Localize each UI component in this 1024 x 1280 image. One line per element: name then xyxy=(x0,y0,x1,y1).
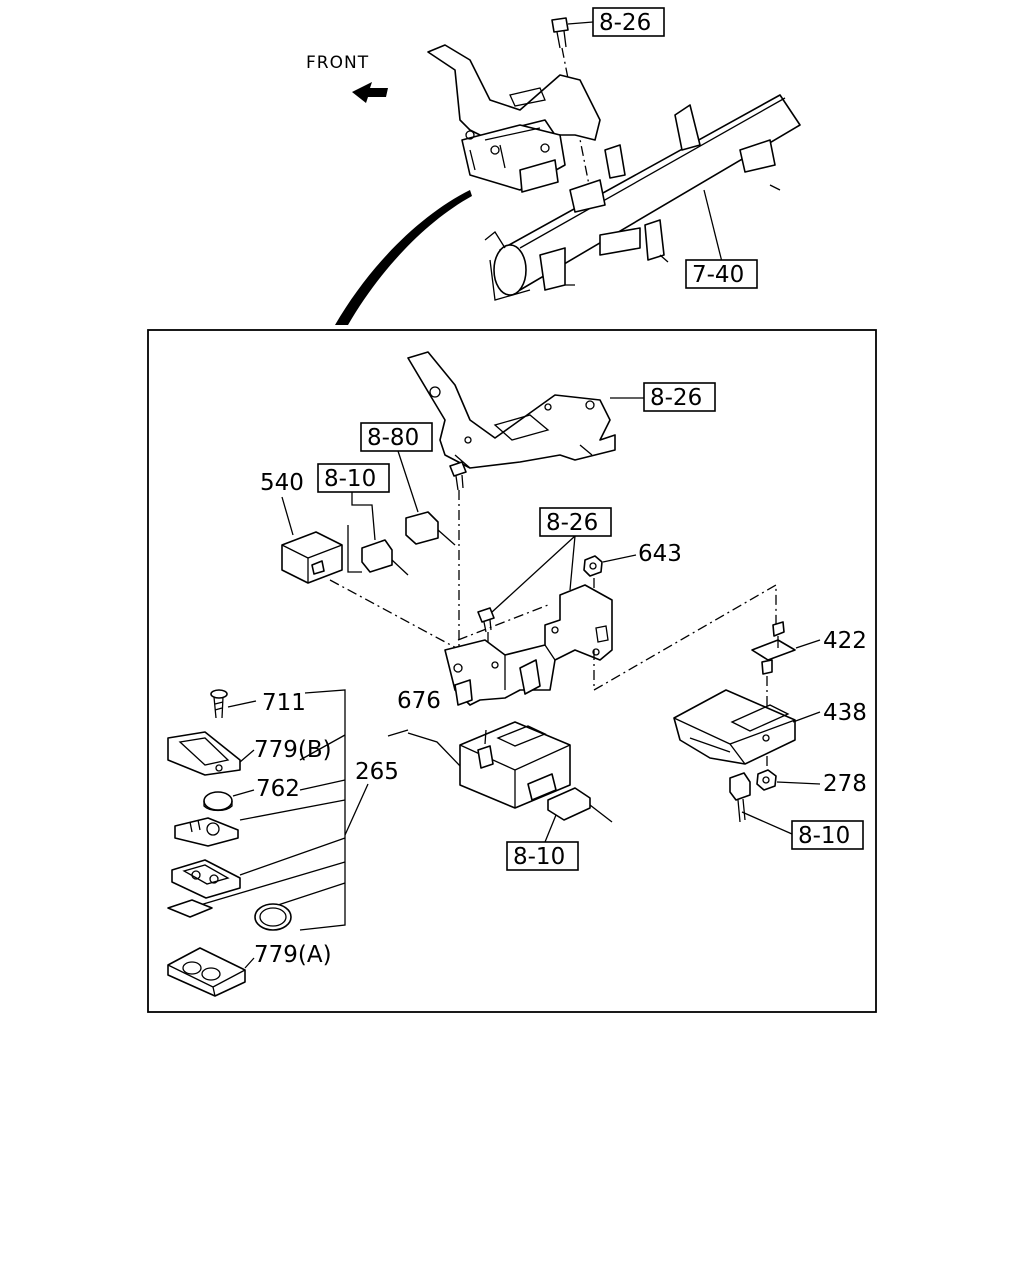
svg-text:8-26: 8-26 xyxy=(599,10,651,36)
transfer-arrow xyxy=(335,190,472,325)
ref-box-crossmember: 7-40 xyxy=(685,259,758,289)
ref-box-module-connector: 8-10 xyxy=(506,841,579,871)
detail-mid-bracket xyxy=(444,584,613,706)
case-lower: 779(A) xyxy=(167,942,332,997)
transmitter-leader-lines xyxy=(199,689,346,931)
svg-text:8-10: 8-10 xyxy=(798,823,850,849)
ref-box-bracket-mid: 8-26 xyxy=(491,507,612,613)
relay: 540 xyxy=(260,470,461,651)
connector-plug-a xyxy=(405,511,456,546)
ref-box-sensor-harness: 8-10 xyxy=(791,820,864,850)
ref-box-top-bolt: 8-26 xyxy=(567,7,665,37)
svg-text:540: 540 xyxy=(260,470,304,496)
detail-upper-bracket xyxy=(407,351,644,469)
svg-text:779(A): 779(A) xyxy=(254,942,332,968)
front-label: FRONT xyxy=(306,53,369,73)
overview-bracket xyxy=(427,44,601,193)
svg-text:8-80: 8-80 xyxy=(367,425,419,451)
top-bolt xyxy=(551,17,591,191)
svg-text:779(B): 779(B) xyxy=(254,737,332,763)
svg-text:278: 278 xyxy=(823,771,867,797)
ref-box-bracket-top: 8-26 xyxy=(643,382,716,412)
svg-text:265: 265 xyxy=(355,759,399,785)
svg-text:8-26: 8-26 xyxy=(650,385,702,411)
sensor-unit: 438 xyxy=(673,689,867,765)
ref-box-connector-b: 8-10 xyxy=(317,463,390,541)
svg-text:676: 676 xyxy=(397,688,441,714)
svg-text:438: 438 xyxy=(823,700,867,726)
svg-text:422: 422 xyxy=(823,628,867,654)
nut-lower: 278 xyxy=(756,769,867,797)
case-inner-module xyxy=(174,817,239,847)
connector-plug-b xyxy=(347,525,409,576)
sensor-harness-connector xyxy=(729,772,793,835)
svg-text:8-10: 8-10 xyxy=(513,844,565,870)
screw: 711 xyxy=(210,689,306,719)
battery: 762 xyxy=(203,776,300,812)
detail-frame xyxy=(147,329,877,1013)
detail-group: 8-26 8-80 8-10 xyxy=(167,351,867,997)
detail-bolt-upper xyxy=(449,461,467,662)
transmitter-assy: 265 xyxy=(344,759,399,836)
overview-group: FRONT 8-26 xyxy=(306,7,801,325)
crossmember xyxy=(484,94,801,301)
svg-text:762: 762 xyxy=(256,776,300,802)
o-ring xyxy=(254,903,292,931)
module-connector xyxy=(544,787,613,843)
ref-box-connector-a: 8-80 xyxy=(360,422,433,513)
case-inner-frame xyxy=(167,859,241,918)
svg-text:643: 643 xyxy=(638,541,682,567)
svg-text:8-10: 8-10 xyxy=(324,466,376,492)
svg-text:7-40: 7-40 xyxy=(692,262,744,288)
case-upper: 779(B) xyxy=(167,731,332,776)
svg-text:711: 711 xyxy=(262,690,306,716)
svg-text:8-26: 8-26 xyxy=(546,510,598,536)
front-arrow-icon xyxy=(352,82,388,103)
control-module: 676 xyxy=(387,688,571,809)
